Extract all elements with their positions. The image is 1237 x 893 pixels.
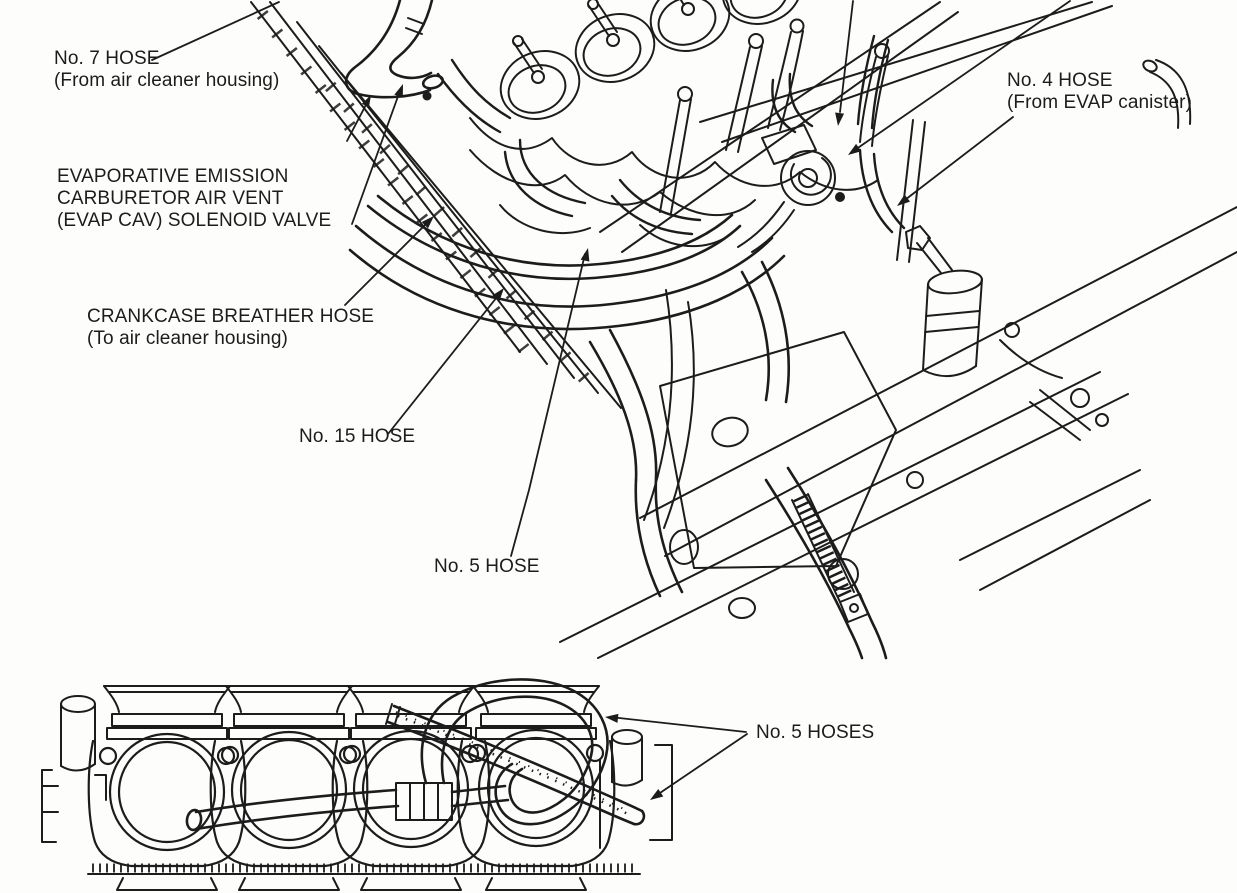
label-title: No. 7 HOSE: [54, 48, 160, 69]
leader-no4-hose: [897, 116, 1014, 206]
label-evap-cav-solenoid-valve: EVAPORATIVE EMISSION CARBURETOR AIR VENT…: [57, 166, 331, 232]
label-subtitle: (From EVAP canister): [1007, 92, 1193, 113]
label-no15-hose: No. 15 HOSE: [299, 426, 415, 448]
carburetor-bodies: [87, 728, 616, 868]
leader-offscreen-vertical: [835, 0, 854, 126]
label-title: CRANKCASE BREATHER HOSE: [87, 306, 375, 327]
cylindrical-component: [905, 225, 1151, 591]
no4-hose-drawing: [856, 34, 906, 234]
mounting-rail: [87, 863, 641, 891]
label-title: No. 15 HOSE: [299, 426, 416, 447]
hose-clamp: [764, 466, 888, 660]
leader-no5-hoses: [605, 713, 748, 800]
elbow-hose: [344, 0, 445, 101]
leader-no15-hose: [387, 288, 504, 435]
label-title: No. 5 HOSES: [756, 722, 875, 743]
hose-tangle: [436, 58, 814, 236]
breather-hose-arc: [348, 194, 786, 331]
label-line: EVAPORATIVE EMISSION: [57, 166, 289, 187]
hose-joint-block: [395, 782, 453, 821]
label-subtitle: (From air cleaner housing): [54, 70, 280, 91]
stippled-hose-end: [385, 703, 646, 826]
leader-offscreen-diagonal: [848, 0, 1071, 155]
label-no7-hose: No. 7 HOSE (From air cleaner housing): [54, 48, 279, 92]
label-no5-hose: No. 5 HOSE: [434, 556, 540, 578]
lower-hoses: [588, 260, 791, 598]
label-subtitle: (To air cleaner housing): [87, 328, 288, 349]
label-title: No. 4 HOSE: [1007, 70, 1113, 91]
no5-hose-routing: [185, 678, 646, 832]
leader-lines-main: [151, 0, 1071, 557]
center-frame-spar: [643, 289, 695, 529]
label-title: No. 5 HOSE: [434, 556, 540, 577]
label-no4-hose: No. 4 HOSE (From EVAP canister): [1007, 70, 1192, 114]
frame-gusset: [659, 331, 897, 619]
carburetor-domes: [469, 0, 879, 248]
leader-no5-hose: [510, 248, 590, 557]
solenoid-valve-drawing: [737, 124, 845, 253]
label-line: CARBURETOR AIR VENT: [57, 188, 284, 209]
leader-evap-solenoid: [346, 84, 403, 225]
label-crankcase-breather-hose: CRANKCASE BREATHER HOSE (To air cleaner …: [87, 306, 374, 350]
main-engine-view: [151, 0, 1237, 660]
leader-crankcase-breather: [344, 216, 434, 306]
label-line: (EVAP CAV) SOLENOID VALVE: [57, 210, 332, 231]
carburetor-bank-view: [41, 678, 748, 891]
leader-no7-hose: [151, 1, 280, 61]
label-no5-hoses: No. 5 HOSES: [756, 722, 874, 744]
left-end-fitting: [41, 695, 107, 843]
